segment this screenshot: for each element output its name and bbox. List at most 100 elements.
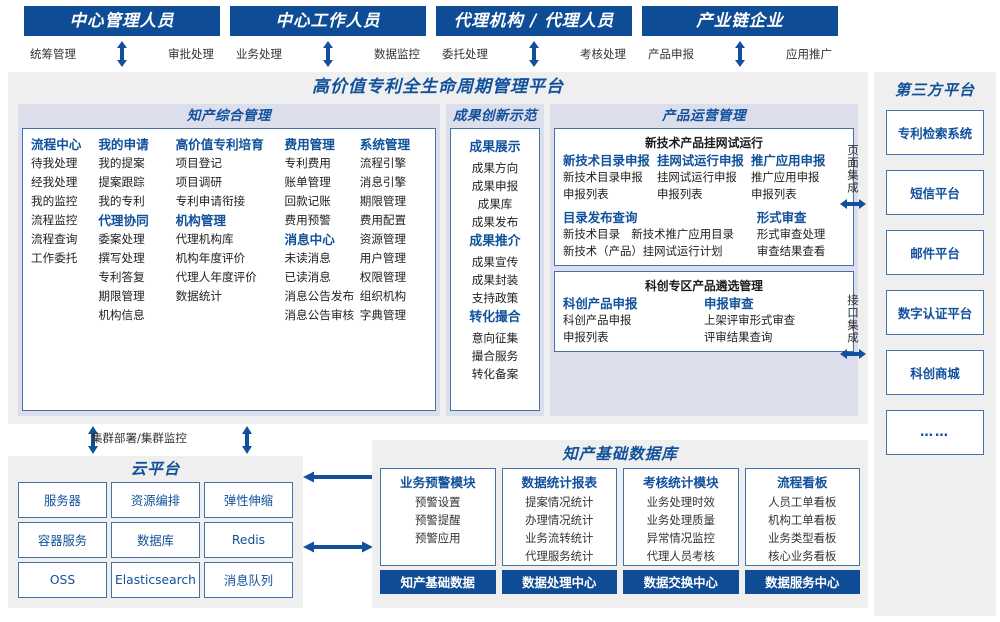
- actor-right-label: 考核处理: [580, 47, 626, 61]
- cloud-service-cell[interactable]: Redis: [204, 522, 293, 558]
- database-card-item[interactable]: 预警设置: [414, 495, 461, 509]
- menu-item[interactable]: 消息公告审核: [284, 308, 355, 322]
- subbox-item[interactable]: 新技术（产品）挂网试运行计划: [563, 244, 723, 258]
- menu-item[interactable]: 机构年度评价: [175, 251, 246, 265]
- third-party-item[interactable]: ……: [886, 410, 984, 455]
- menu-item[interactable]: 待我处理: [31, 156, 78, 170]
- database-card-item[interactable]: 核心业务看板: [768, 549, 837, 563]
- menu-item[interactable]: 费用配置: [359, 213, 407, 227]
- cloud-service-cell[interactable]: Elasticsearch: [111, 562, 200, 598]
- database-card-item[interactable]: 机构工单看板: [768, 513, 837, 527]
- menu-item[interactable]: 字典管理: [359, 308, 407, 322]
- database-card-item[interactable]: 人员工单看板: [768, 495, 837, 509]
- menu-item[interactable]: 支持政策: [471, 291, 519, 305]
- menu-item[interactable]: 我的专利: [98, 194, 145, 208]
- database-card-item[interactable]: 预警应用: [414, 531, 461, 545]
- third-party-item[interactable]: 科创商城: [886, 350, 984, 395]
- third-party-item[interactable]: 专利检索系统: [886, 110, 984, 155]
- menu-item[interactable]: 成果发布: [471, 215, 519, 229]
- cloud-service-cell[interactable]: 服务器: [18, 482, 107, 518]
- subbox-item[interactable]: 申报列表: [563, 187, 609, 201]
- menu-item[interactable]: 撮合服务: [471, 349, 519, 363]
- database-footer-label[interactable]: 数据交换中心: [623, 570, 739, 594]
- subbox-item[interactable]: 挂网试运行申报: [657, 170, 737, 184]
- subbox-item[interactable]: 新技术目录 新技术推广应用目录: [563, 227, 734, 241]
- subbox-item[interactable]: 评审结果查询: [704, 330, 773, 344]
- third-party-item[interactable]: 数字认证平台: [886, 290, 984, 335]
- menu-item[interactable]: 成果库: [477, 197, 513, 211]
- cloud-service-cell[interactable]: 弹性伸缩: [204, 482, 293, 518]
- third-party-item[interactable]: 邮件平台: [886, 230, 984, 275]
- menu-item[interactable]: 我的提案: [98, 156, 145, 170]
- menu-item[interactable]: 消息公告发布: [284, 289, 355, 303]
- cloud-service-cell[interactable]: 数据库: [111, 522, 200, 558]
- actor-title: 产业链企业: [642, 6, 838, 36]
- database-card-item[interactable]: 办理情况统计: [525, 513, 594, 527]
- cloud-service-cell[interactable]: 容器服务: [18, 522, 107, 558]
- cloud-service-cell[interactable]: 资源编排: [111, 482, 200, 518]
- subbox-item[interactable]: 申报列表: [563, 330, 609, 344]
- menu-item[interactable]: 数据统计: [175, 289, 222, 303]
- menu-item[interactable]: 机构信息: [98, 308, 145, 322]
- menu-item[interactable]: 期限管理: [359, 194, 407, 208]
- menu-item[interactable]: 意向征集: [471, 331, 519, 345]
- menu-item[interactable]: 资源管理: [359, 232, 407, 246]
- subbox-item[interactable]: 新技术目录申报: [563, 170, 643, 184]
- database-card-item[interactable]: 代理人员考核: [646, 549, 715, 563]
- menu-item[interactable]: 消息引擎: [359, 175, 407, 189]
- third-party-item[interactable]: 短信平台: [886, 170, 984, 215]
- menu-item[interactable]: 用户管理: [359, 251, 407, 265]
- menu-item[interactable]: 专利申请衔接: [175, 194, 246, 208]
- menu-item[interactable]: 回款记账: [284, 194, 331, 208]
- cloud-service-cell[interactable]: 消息队列: [204, 562, 293, 598]
- menu-group-head: 我的申请: [98, 137, 149, 152]
- menu-item[interactable]: 项目登记: [175, 156, 222, 170]
- subbox-item[interactable]: 申报列表: [751, 187, 797, 201]
- database-footer-label[interactable]: 数据处理中心: [501, 570, 617, 594]
- cloud-service-cell[interactable]: OSS: [18, 562, 107, 598]
- menu-item[interactable]: 委案处理: [98, 232, 145, 246]
- menu-item[interactable]: 项目调研: [175, 175, 222, 189]
- database-footer-label[interactable]: 知产基础数据: [380, 570, 496, 594]
- database-card-head: 数据统计报表: [521, 475, 598, 490]
- menu-item[interactable]: 期限管理: [98, 289, 145, 303]
- menu-item[interactable]: 未读消息: [284, 251, 331, 265]
- database-footer-label[interactable]: 数据服务中心: [744, 570, 860, 594]
- subbox-item[interactable]: 上架评审形式审查: [704, 313, 796, 327]
- subbox-item[interactable]: 推广应用申报: [751, 170, 820, 184]
- menu-item[interactable]: 已读消息: [284, 270, 331, 284]
- menu-item[interactable]: 流程监控: [31, 213, 78, 227]
- menu-item[interactable]: 费用预警: [284, 213, 331, 227]
- menu-item[interactable]: 账单管理: [284, 175, 331, 189]
- menu-item[interactable]: 撰写处理: [98, 251, 145, 265]
- menu-item[interactable]: 专利费用: [284, 156, 331, 170]
- menu-item[interactable]: 成果方向: [471, 161, 519, 175]
- menu-item[interactable]: 提案跟踪: [98, 175, 145, 189]
- database-card-item[interactable]: 预警提醒: [414, 513, 461, 527]
- menu-item[interactable]: 转化备案: [471, 367, 519, 381]
- menu-item[interactable]: 代理人年度评价: [175, 270, 257, 284]
- database-card-item[interactable]: 提案情况统计: [525, 495, 594, 509]
- menu-item[interactable]: 经我处理: [31, 175, 78, 189]
- database-card-item[interactable]: 异常情况监控: [646, 531, 715, 545]
- database-card-item[interactable]: 业务类型看板: [768, 531, 837, 545]
- database-card-item[interactable]: 业务处理质量: [646, 513, 715, 527]
- menu-item[interactable]: 成果宣传: [471, 255, 519, 269]
- menu-item[interactable]: 专利答复: [98, 270, 145, 284]
- menu-item[interactable]: 工作委托: [31, 251, 78, 265]
- menu-item[interactable]: 成果封装: [471, 273, 519, 287]
- database-card-item[interactable]: 业务流转统计: [525, 531, 594, 545]
- database-card-item[interactable]: 代理服务统计: [525, 549, 594, 563]
- subbox-item[interactable]: 科创产品申报: [563, 313, 632, 327]
- database-card-item[interactable]: 业务处理时效: [646, 495, 715, 509]
- menu-item[interactable]: 组织机构: [359, 289, 407, 303]
- subbox-item[interactable]: 审查结果查看: [756, 244, 826, 258]
- subbox-item[interactable]: 申报列表: [657, 187, 703, 201]
- menu-item[interactable]: 我的监控: [31, 194, 78, 208]
- menu-item[interactable]: 流程查询: [31, 232, 78, 246]
- menu-item[interactable]: 权限管理: [359, 270, 407, 284]
- menu-item[interactable]: 成果申报: [471, 179, 519, 193]
- subbox-item[interactable]: 形式审查处理: [756, 227, 826, 241]
- menu-item[interactable]: 流程引擎: [359, 156, 407, 170]
- menu-item[interactable]: 代理机构库: [175, 232, 234, 246]
